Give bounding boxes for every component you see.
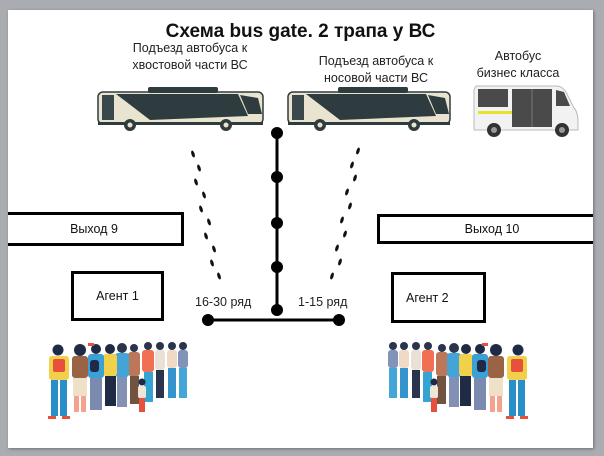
passenger-queue-icon [388,342,528,419]
row-label-front: 1-15 ряд [298,295,348,309]
passenger-queue-icon [48,342,188,419]
footsteps-icon [330,147,360,280]
caption-line: носовой части ВС [324,71,428,85]
bus-caption-business: Автобус бизнес класса [463,48,573,82]
exit-10-label: Выход 10 [464,222,520,236]
gate-connector-line [202,127,345,326]
slide-title: Схема bus gate. 2 трапа у ВС [165,21,436,42]
bus-caption-tail: Подъезд автобуса к хвостовой части ВС [100,40,280,74]
bus-caption-nose: Подъезд автобуса к носовой части ВС [286,53,466,87]
caption-line: Подъезд автобуса к [132,41,248,55]
row-label-rear: 16-30 ряд [195,295,252,309]
footsteps-icon [191,150,221,280]
exit-9-box: Выход 9 [8,212,184,246]
agent-2-label: Агент 2 [406,290,449,305]
agent-2-box: Агент 2 [391,272,486,323]
diagram-graphics [48,85,579,419]
caption-line: бизнес класса [476,66,560,80]
caption-line: Подъезд автобуса к [318,54,434,68]
caption-line: Автобус [494,49,542,63]
apron-bus-icon [97,87,264,131]
apron-bus-icon [287,87,451,131]
exit-10-box: Выход 10 [377,214,593,244]
exit-9-label: Выход 9 [70,222,118,236]
slide: Схема bus gate. 2 трапа у ВС Подъезд авт… [8,10,593,448]
agent-1-label: Агент 1 [96,289,139,303]
agent-1-box: Агент 1 [71,271,164,321]
caption-line: хвостовой части ВС [132,58,248,72]
minibus-icon [473,85,579,137]
